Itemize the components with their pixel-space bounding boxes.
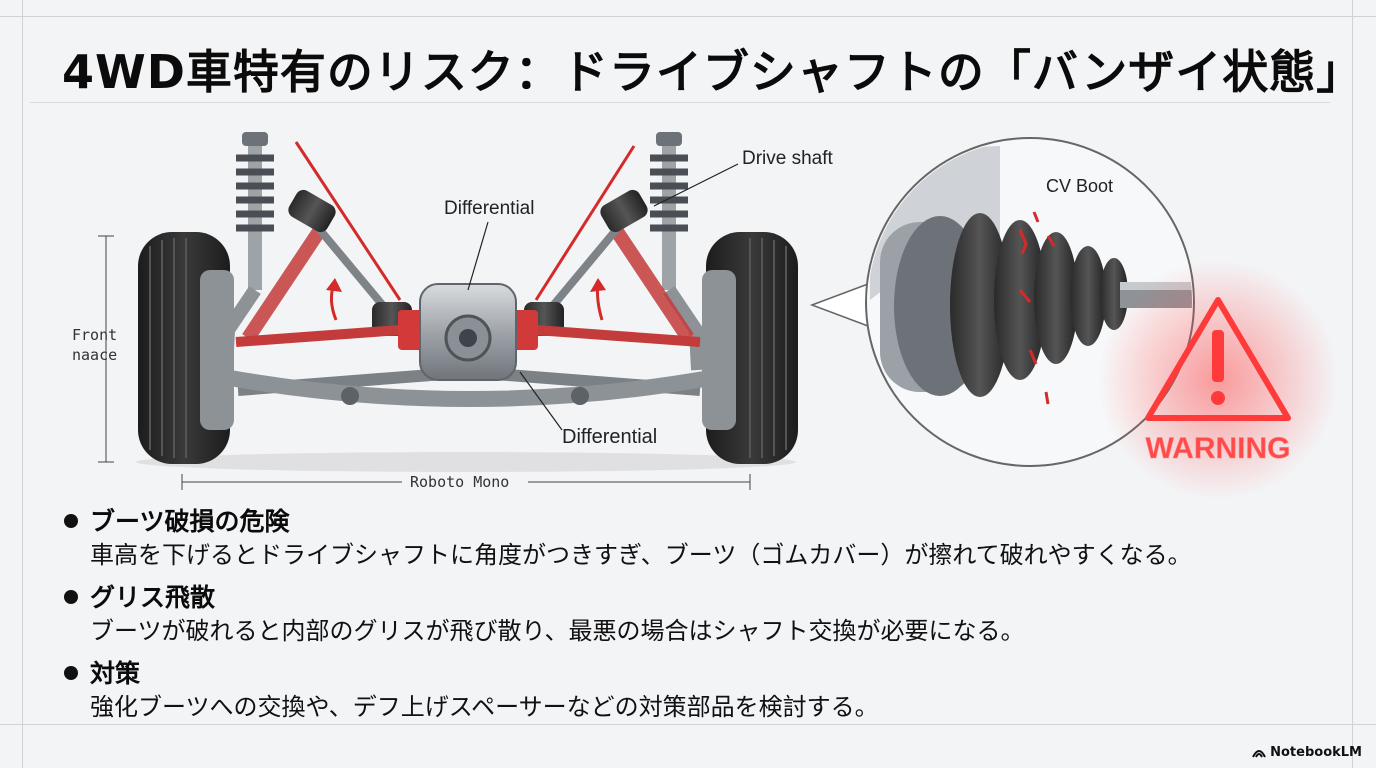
cv-boot-icon bbox=[870, 140, 1192, 405]
bullet-item: グリス飛散 ブーツが破れると内部のグリスが飛び散り、最悪の場合はシャフト交換が必… bbox=[64, 582, 1344, 648]
frame-line-bottom bbox=[0, 724, 1376, 725]
tire-icon bbox=[702, 232, 798, 464]
axle-seal bbox=[512, 310, 538, 350]
warning-triangle-icon bbox=[1098, 260, 1338, 500]
subframe bbox=[228, 370, 712, 407]
frame-line-right bbox=[1352, 0, 1353, 768]
label-front: Front bbox=[72, 326, 118, 344]
title-divider bbox=[30, 102, 1330, 103]
angle-guide bbox=[294, 141, 402, 301]
ground-shadow bbox=[136, 452, 796, 472]
warning-label: WARNING bbox=[1146, 432, 1291, 465]
frame-line-left bbox=[22, 0, 23, 768]
bullet-body: 強化ブーツへの交換や、デフ上げスペーサーなどの対策部品を検討する。 bbox=[90, 693, 879, 721]
tire-icon bbox=[138, 232, 234, 464]
suspension-diagram: WARNING bbox=[98, 132, 1338, 500]
bullet-body: ブーツが破れると内部のグリスが飛び散り、最悪の場合はシャフト交換が必要になる。 bbox=[90, 617, 1025, 645]
bullet-dot bbox=[64, 666, 78, 680]
label-drive-shaft: Drive shaft bbox=[742, 148, 833, 169]
label-differential-top: Differential bbox=[444, 198, 535, 219]
bushing bbox=[571, 387, 589, 405]
label-bottom-dimension: Roboto Mono bbox=[410, 473, 510, 491]
bullet-item: ブーツ破損の危険 車高を下げるとドライブシャフトに角度がつきすぎ、ブーツ（ゴムカ… bbox=[64, 506, 1344, 572]
brand-label: NotebookLM bbox=[1270, 745, 1362, 760]
bushing bbox=[341, 387, 359, 405]
up-arrow-head bbox=[590, 278, 606, 292]
callout-pointer bbox=[809, 282, 869, 328]
bullet-heading: 対策 bbox=[90, 659, 141, 688]
axle-right bbox=[535, 325, 701, 347]
label-cv-boot: CV Boot bbox=[1046, 176, 1114, 196]
frame-line-top bbox=[0, 16, 1376, 17]
brand-watermark: NotebookLM bbox=[1252, 745, 1362, 760]
bullet-heading: グリス飛散 bbox=[90, 583, 216, 612]
bullet-dot bbox=[64, 590, 78, 604]
bullet-dot bbox=[64, 514, 78, 528]
drive-shaft-left bbox=[242, 189, 412, 342]
bullet-body: 車高を下げるとドライブシャフトに角度がつきすぎ、ブーツ（ゴムカバー）が擦れて破れ… bbox=[90, 541, 1192, 569]
label-differential-bottom: Differential bbox=[562, 426, 658, 448]
shock-absorber-icon bbox=[650, 132, 705, 371]
shock-absorber-icon bbox=[219, 132, 274, 371]
axle-left bbox=[235, 325, 401, 347]
leader-line bbox=[519, 371, 563, 431]
bullet-list: ブーツ破損の危険 車高を下げるとドライブシャフトに角度がつきすぎ、ブーツ（ゴムカ… bbox=[64, 506, 1344, 734]
bullet-item: 対策 強化ブーツへの交換や、デフ上げスペーサーなどの対策部品を検討する。 bbox=[64, 658, 1344, 724]
label-front-2: naace bbox=[72, 346, 118, 364]
differential-icon bbox=[419, 283, 517, 381]
up-arrow-head bbox=[326, 278, 342, 292]
notebooklm-logo-icon bbox=[1252, 749, 1267, 757]
leader-line bbox=[653, 163, 739, 207]
width-dimension bbox=[181, 474, 751, 490]
axle-seal bbox=[398, 310, 424, 350]
angle-guide bbox=[534, 145, 636, 301]
bullet-heading: ブーツ破損の危険 bbox=[90, 507, 290, 536]
leader-line bbox=[467, 221, 489, 291]
height-dimension bbox=[98, 235, 114, 463]
page-title: 4WD車特有のリスク：ドライブシャフトの「バンザイ状態」 bbox=[62, 45, 1364, 99]
